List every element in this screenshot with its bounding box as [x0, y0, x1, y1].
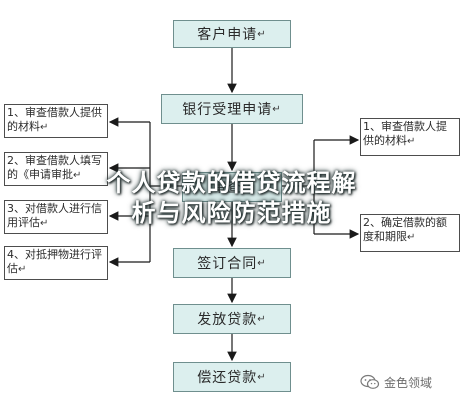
step-release-loan: 发放贷款↵: [173, 304, 291, 334]
step-label: 审查: [212, 180, 243, 196]
paragraph-mark: ↵: [407, 232, 416, 243]
paragraph-mark: ↵: [40, 122, 49, 133]
step-label: 客户申请: [197, 27, 258, 43]
note-text: 3、对借款人进行信用评估: [7, 202, 102, 229]
step-review: 审查↵: [182, 172, 282, 202]
watermark: 金色领域: [360, 372, 432, 392]
paragraph-mark: ↵: [257, 257, 267, 269]
watermark-text: 金色领域: [384, 375, 433, 390]
note-text: 2、审查借款人填写的《申请审批: [7, 154, 102, 181]
paragraph-mark: ↵: [257, 28, 267, 40]
note-text: 1、审查借款人提供的材料: [363, 120, 447, 147]
paragraph-mark: ↵: [257, 313, 267, 325]
step-label: 银行受理申请: [182, 102, 273, 118]
right-note-review-materials: 1、审查借款人提供的材料↵: [360, 118, 460, 156]
left-note-review-application: 2、审查借款人填写的《申请审批↵: [4, 152, 108, 186]
note-text: 4、对抵押物进行评估: [7, 248, 102, 275]
step-repay-loan: 偿还贷款↵: [173, 362, 291, 392]
paragraph-mark: ↵: [272, 103, 282, 115]
step-label: 偿还贷款: [197, 370, 258, 386]
step-sign-contract: 签订合同↵: [173, 248, 291, 278]
left-note-credit-evaluation: 3、对借款人进行信用评估↵: [4, 200, 108, 234]
paragraph-mark: ↵: [73, 170, 82, 181]
paragraph-mark: ↵: [257, 371, 267, 383]
wechat-logo-icon: [360, 374, 380, 389]
step-customer-apply: 客户申请↵: [173, 20, 291, 48]
note-text: 1、审查借款人提供的材料: [7, 106, 102, 133]
left-note-collateral-evaluation: 4、对抵押物进行评估↵: [4, 246, 108, 280]
left-note-review-materials: 1、审查借款人提供的材料↵: [4, 104, 108, 138]
paragraph-mark: ↵: [407, 136, 416, 147]
step-label: 签订合同: [197, 256, 258, 272]
right-note-amount-term: 2、确定借款的额度和期限↵: [360, 214, 460, 252]
note-text: 2、确定借款的额度和期限: [363, 216, 447, 243]
paragraph-mark: ↵: [40, 218, 49, 229]
paragraph-mark: ↵: [242, 181, 252, 193]
step-label: 发放贷款: [197, 312, 258, 328]
paragraph-mark: ↵: [18, 264, 27, 275]
step-bank-accept: 银行受理申请↵: [161, 94, 303, 124]
